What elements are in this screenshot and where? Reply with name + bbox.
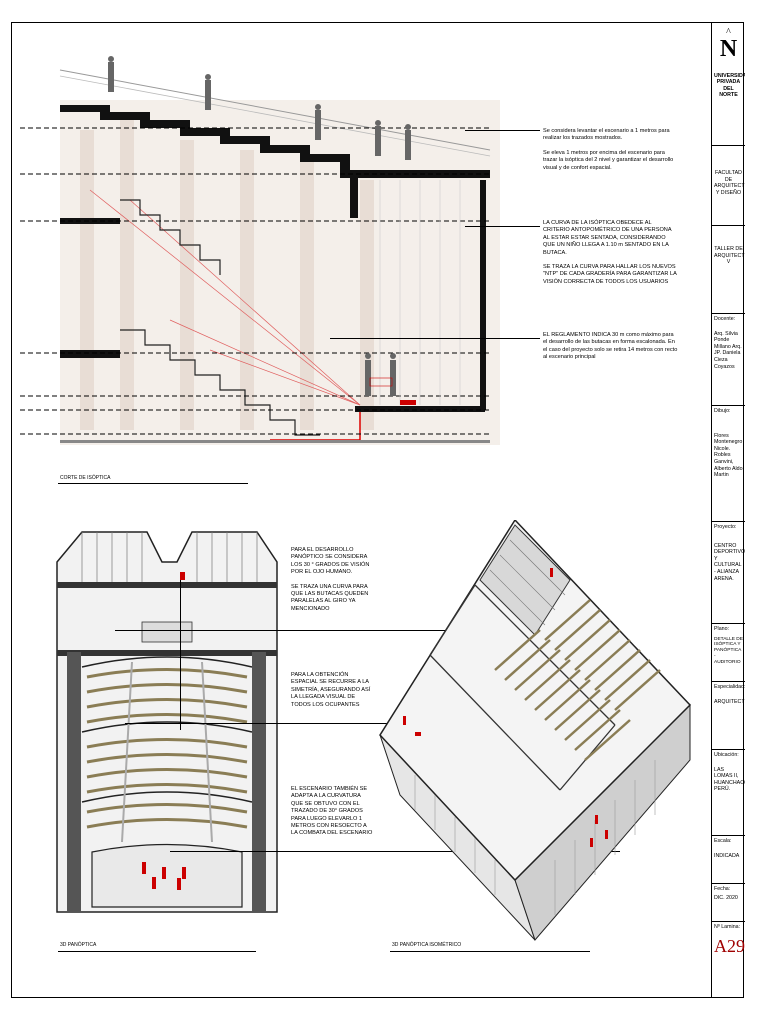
tb-escala: Escala: INDICADA [712,836,745,884]
panoptic-notes-mid: PARA LA OBTENCIÓN ESPACIAL SE RECURRE A … [291,672,373,716]
section-note-2: Se eleva 1 metros por encima del escenar… [543,149,674,171]
tb-docente: Docente: Arq. Silvia Ponde Millano Arq. … [712,314,745,406]
tb-docente-value: Arq. Silvia Ponde Millano Arq. JP. Danie… [714,330,742,370]
tb-proyecto-label: Proyecto: [714,524,737,530]
tb-dibujo: Dibujo: Flores Montenegro Nicole. Robles… [712,406,745,522]
tb-lamina-label: Nº Lamina: [714,924,741,930]
panoptic-note-4: EL ESCENARIO TAMBIÉN SE ADAPTA A LA CURV… [291,786,373,837]
tb-course-text: TALLER DE ARQUITECTURA V [714,246,745,266]
section-note-1: Se considera levantar el escenario a 1 m… [543,128,670,142]
tb-docente-label: Docente: [714,316,736,322]
panoptic-note-3: PARA LA OBTENCIÓN ESPACIAL SE RECURRE A … [291,672,371,708]
tb-dibujo-label: Dibujo: [714,408,731,414]
tb-plano: Plano: DETALLE DE ISÓPTICA Y PANÓPTICA -… [712,624,745,682]
section-note-4: SE TRAZA LA CURVA PARA HALLAR LOS NUEVOS… [543,264,677,285]
section-notes-isoptic: LA CURVA DE LA ISÓPTICA OBEDECE AL CRITE… [543,220,678,293]
tb-faculty-text: FACULTAD DE ARQUITECTURA Y DISEÑO [714,170,745,196]
tb-course: TALLER DE ARQUITECTURA V [712,226,745,314]
isometric-caption-line [390,951,590,952]
section-caption-line [58,483,248,484]
panoptic-notes-bottom: EL ESCENARIO TAMBIÉN SE ADAPTA A LA CURV… [291,786,373,845]
logo-caret-icon: ^ [726,27,731,38]
note-leader-3 [330,338,540,339]
tb-proyecto: Proyecto: CENTRO DEPORTIVO Y CULTURAL - … [712,522,745,624]
tb-ubicacion-label: Ubicación: [714,752,739,758]
tb-dibujo-value: Flores Montenegro Nicole. Robles Ganvini… [714,432,743,479]
tb-proyecto-value: CENTRO DEPORTIVO Y CULTURAL - ALIANZA AR… [714,542,745,582]
panoptic-3d-drawing [56,531,278,913]
title-block-logo: ^ N UNIVERSIDAD PRIVADA DEL NORTE [712,22,745,146]
note-leader-2 [465,226,540,227]
tb-plano-value: DETALLE DE ISÓPTICA Y PANÓPTICA - AUDITO… [714,636,743,665]
section-caption: CORTE DE ISÓPTICA [60,475,111,481]
tb-ubicacion-value: LAS LOMAS II, HUANCHACO PERÚ. [714,766,745,793]
tb-especialidad-value: ARQUITECTURA. [714,698,745,705]
panoptic-notes-top: PARA EL DESARROLLO PANÓPTICO SE CONSIDER… [291,547,373,620]
panoptic-caption: 3D PANÓPTICA [60,942,97,948]
panoptic-leader-v1 [180,580,181,730]
panoptic-leader-1 [115,630,555,631]
section-note-3: LA CURVA DE LA ISÓPTICA OBEDECE AL CRITE… [543,220,672,256]
panoptic-leader-3 [170,851,620,852]
tb-ubicacion: Ubicación: LAS LOMAS II, HUANCHACO PERÚ. [712,750,745,836]
logo-institution: UNIVERSIDAD PRIVADA DEL NORTE [714,72,745,99]
tb-especialidad: Especialidad: ARQUITECTURA. [712,682,745,750]
section-note-5: EL REGLAMENTO INDICA 30 m como máximo pa… [543,332,678,361]
note-leader-1 [465,130,540,131]
isoptic-section-drawing [20,56,500,445]
tb-lamina: Nº Lamina: A29 [712,922,745,998]
panoptic-note-2: SE TRAZA UNA CURVA PARA QUE LAS BUTACAS … [291,583,369,612]
isometric-caption: 3D PANÓPTICA ISOMÉTRICO [392,942,462,948]
tb-fecha: Fecha: DIC. 2020 [712,884,745,922]
tb-escala-label: Escala: [714,838,732,844]
title-block: ^ N UNIVERSIDAD PRIVADA DEL NORTE FACULT… [711,22,745,998]
panoptic-note-1: PARA EL DESARROLLO PANÓPTICO SE CONSIDER… [291,547,370,576]
tb-escala-value: INDICADA [714,852,740,859]
tb-especialidad-label: Especialidad: [714,684,745,690]
logo-mark: N [719,35,738,62]
tb-fecha-label: Fecha: [714,886,731,892]
tb-sheet-number: A29 [714,935,745,956]
section-notes-regulation: EL REGLAMENTO INDICA 30 m como máximo pa… [543,332,678,369]
tb-fecha-value: DIC. 2020 [714,894,738,901]
section-notes: Se considera levantar el escenario a 1 m… [543,128,675,179]
panoptic-caption-line [58,951,256,952]
isometric-3d-drawing [379,520,692,941]
drawing-sheet-frame [11,22,744,998]
tb-plano-label: Plano: [714,626,730,632]
tb-faculty: FACULTAD DE ARQUITECTURA Y DISEÑO [712,146,745,226]
